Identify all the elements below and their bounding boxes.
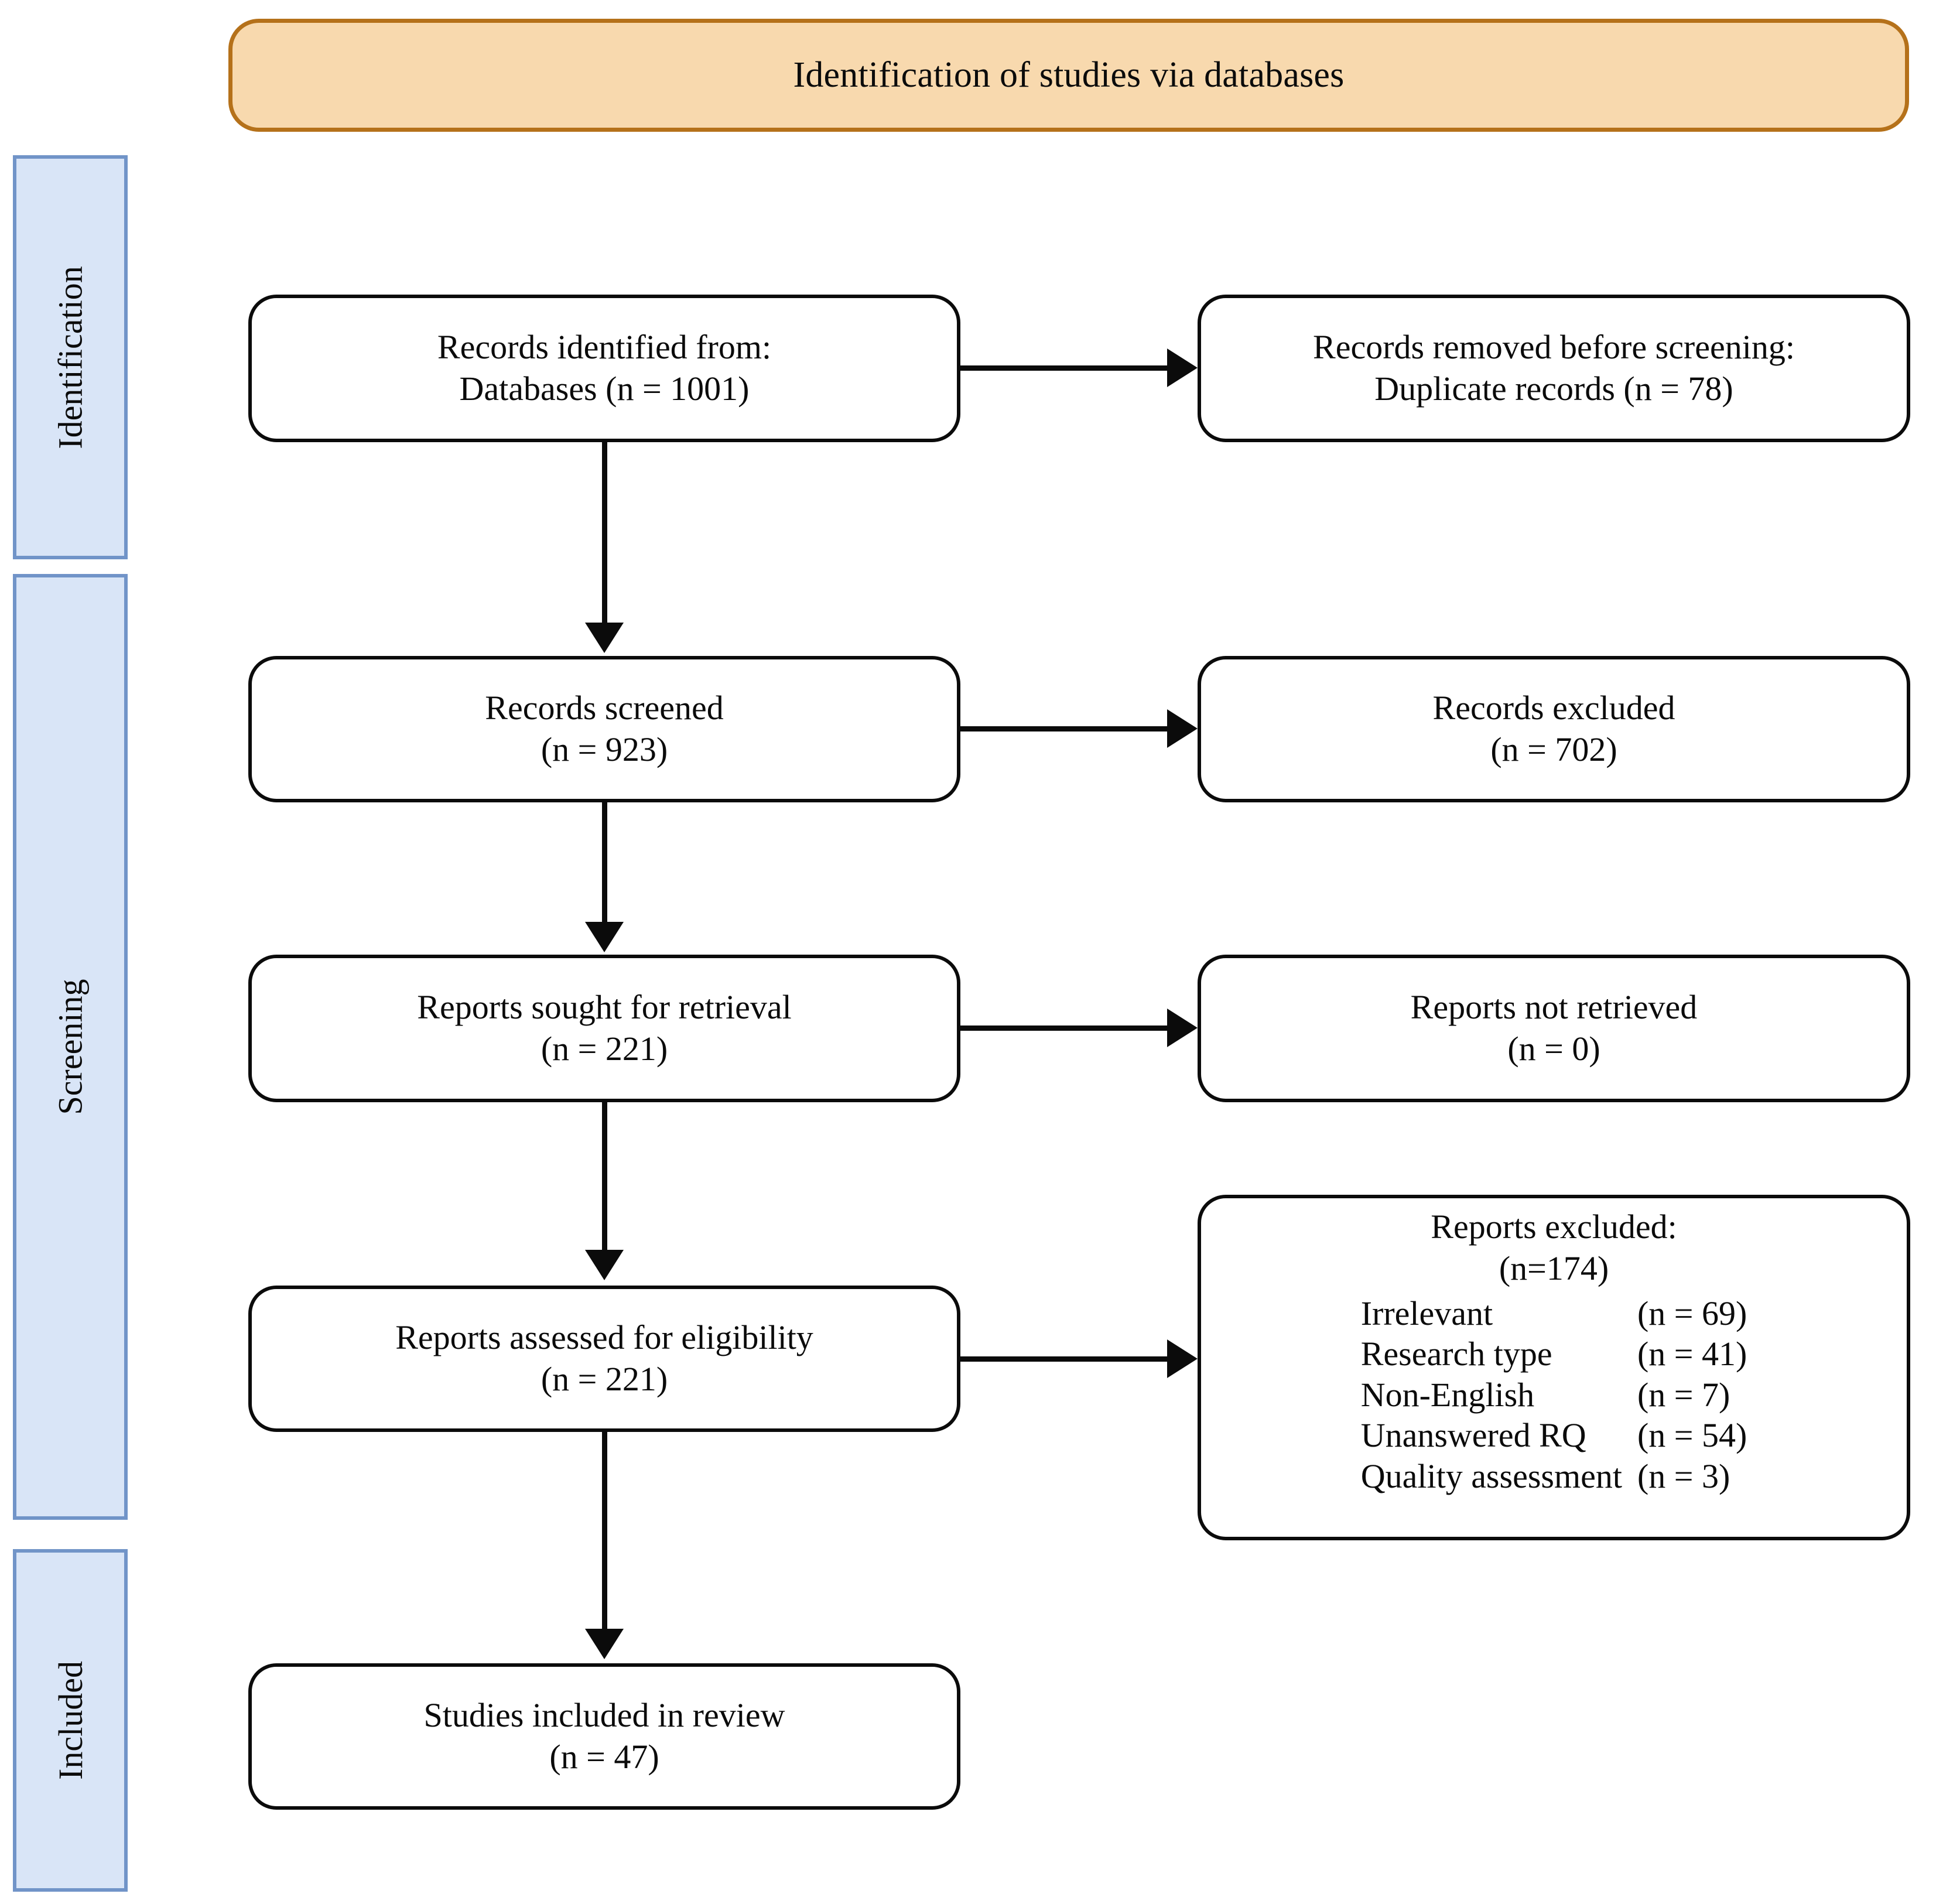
exclusion-reason: Unanswered RQ (1360, 1416, 1586, 1455)
exclusion-reason: Quality assessment (1360, 1457, 1622, 1495)
box-records-excluded-line2: (n = 702) (1490, 730, 1617, 768)
connector-sought-to-assessed (602, 1102, 607, 1252)
box-records-identified-line2: Databases (n = 1001) (459, 370, 750, 408)
arrowhead-assessed-to-reports-excluded (1167, 1339, 1198, 1378)
box-reports-excluded-line2: (n=174) (1499, 1249, 1609, 1287)
exclusion-reason: Research type (1360, 1335, 1552, 1373)
exclusion-reason: Non-English (1360, 1375, 1535, 1414)
connector-sought-to-not-retrieved (960, 1026, 1169, 1031)
connector-screened-to-sought (602, 802, 607, 924)
box-studies-included: Studies included in review (n = 47) (248, 1663, 960, 1810)
box-reports-excluded-line1: Reports excluded: (1431, 1208, 1677, 1246)
box-studies-included-line1: Studies included in review (423, 1696, 785, 1735)
arrowhead-screened-to-sought (585, 922, 624, 952)
box-reports-assessed-line2: (n = 221) (541, 1360, 668, 1398)
phase-label-identification: Identification (51, 265, 90, 449)
phase-bar-included: Included (13, 1549, 128, 1892)
exclusion-count: (n = 7) (1637, 1375, 1730, 1414)
box-reports-assessed: Reports assessed for eligibility (n = 22… (248, 1286, 960, 1432)
box-reports-not-retrieved: Reports not retrieved (n = 0) (1198, 955, 1910, 1102)
phase-label-screening: Screening (51, 979, 90, 1115)
arrowhead-assessed-to-included (585, 1629, 624, 1659)
box-records-removed-line2: Duplicate records (n = 78) (1374, 370, 1733, 408)
box-reports-sought-line2: (n = 221) (541, 1030, 668, 1068)
arrowhead-sought-to-not-retrieved (1167, 1009, 1198, 1047)
box-records-screened: Records screened (n = 923) (248, 656, 960, 802)
box-records-identified-line1: Records identified from: (437, 328, 772, 367)
phase-bar-screening: Screening (13, 574, 128, 1520)
stage-header-identification-databases: Identification of studies via databases (228, 19, 1909, 132)
box-reports-excluded-detail: Reports excluded: (n=174) Irrelevant (n … (1198, 1195, 1910, 1540)
connector-screened-to-excluded (960, 726, 1169, 731)
arrowhead-identified-to-removed (1167, 348, 1198, 387)
box-reports-sought-line1: Reports sought for retrieval (417, 988, 792, 1027)
arrowhead-sought-to-assessed (585, 1250, 624, 1280)
stage-header-title: Identification of studies via databases (793, 55, 1345, 95)
reports-excluded-reason-list: Irrelevant (n = 69) Research type (n = 4… (1361, 1293, 1747, 1497)
box-studies-included-line2: (n = 47) (549, 1738, 659, 1776)
box-reports-not-retrieved-line2: (n = 0) (1507, 1030, 1600, 1068)
phase-bar-identification: Identification (13, 155, 128, 559)
exclusion-reason: Irrelevant (1360, 1294, 1493, 1332)
connector-identified-to-screened (602, 442, 607, 625)
box-reports-sought: Reports sought for retrieval (n = 221) (248, 955, 960, 1102)
connector-assessed-to-reports-excluded (960, 1356, 1169, 1362)
box-records-removed: Records removed before screening: Duplic… (1198, 295, 1910, 442)
box-reports-not-retrieved-line1: Reports not retrieved (1410, 988, 1698, 1027)
box-records-removed-line1: Records removed before screening: (1313, 328, 1795, 367)
arrowhead-identified-to-screened (585, 623, 624, 653)
box-records-identified: Records identified from: Databases (n = … (248, 295, 960, 442)
exclusion-count: (n = 41) (1637, 1335, 1747, 1373)
box-records-screened-line2: (n = 923) (541, 730, 668, 768)
exclusion-count: (n = 3) (1637, 1457, 1730, 1495)
connector-identified-to-removed (960, 365, 1169, 371)
box-reports-assessed-line1: Reports assessed for eligibility (395, 1318, 813, 1357)
box-records-excluded: Records excluded (n = 702) (1198, 656, 1910, 802)
connector-assessed-to-included (602, 1432, 607, 1631)
exclusion-count: (n = 69) (1637, 1294, 1747, 1332)
exclusion-count: (n = 54) (1637, 1416, 1747, 1455)
box-records-screened-line1: Records screened (485, 689, 724, 727)
arrowhead-screened-to-excluded (1167, 709, 1198, 748)
box-records-excluded-line1: Records excluded (1432, 689, 1675, 727)
phase-label-included: Included (51, 1661, 90, 1780)
